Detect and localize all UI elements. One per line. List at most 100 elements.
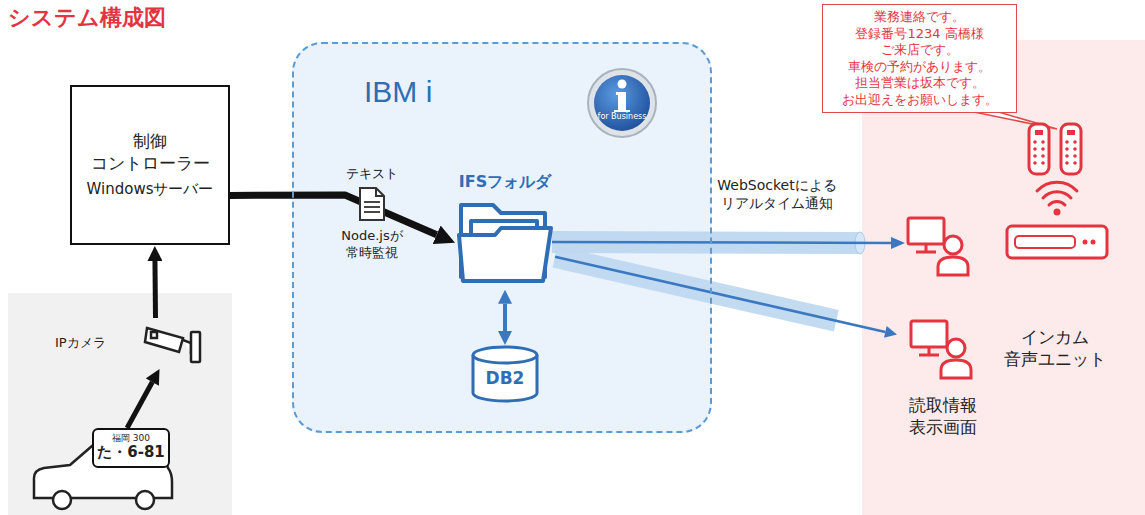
controller-box: 制御 コントローラー Windowsサーバー <box>70 85 230 245</box>
connector-line <box>503 304 507 331</box>
db-link-arrow <box>505 304 506 331</box>
drawing-part <box>364 206 380 208</box>
node-text: Node.jsが 常時監視 <box>334 228 410 262</box>
drawing-part <box>459 205 551 281</box>
node-text: テキスト <box>346 166 398 183</box>
node-text: Windowsサーバー <box>87 180 214 200</box>
car-icon <box>34 442 172 509</box>
display-person-icon <box>908 218 968 275</box>
ifs-folder: IFSフォルダ <box>455 172 555 290</box>
drawing-part <box>34 442 172 498</box>
drawing-part <box>1073 140 1077 144</box>
ibmi-region: IBM i テキスト Node.jsが 常時監視 IFSフォルダ DB2 <box>292 42 712 433</box>
websocket-arrow <box>555 257 885 332</box>
drawing-part <box>191 332 200 362</box>
drawing-part <box>588 69 656 137</box>
drawing-part <box>1083 240 1088 245</box>
connector-line <box>127 382 152 428</box>
drawing-part <box>1065 161 1069 165</box>
ibmi-logo <box>588 69 656 137</box>
intercom-icon <box>985 118 1125 268</box>
node-text: IPカメラ <box>55 335 106 352</box>
drawing-part <box>618 80 627 89</box>
drawing-part <box>1065 140 1069 144</box>
drawing-part <box>145 328 200 362</box>
camera-area <box>8 293 232 515</box>
drawing-part <box>1029 124 1049 174</box>
drawing-part <box>1043 192 1071 198</box>
drawing-part <box>1073 161 1077 165</box>
node-text: 福岡 300 <box>112 434 150 444</box>
node-text: IFSフォルダ <box>459 172 551 193</box>
ip-camera: IPカメラ <box>55 318 205 368</box>
drawing-part <box>1033 161 1037 165</box>
drawing-part <box>360 188 384 220</box>
drawing-part <box>1041 154 1045 158</box>
license-plate: 福岡 300た・6-81 <box>92 428 170 468</box>
node-text: インカム 音声ユニット <box>999 326 1111 370</box>
drawing-part <box>1091 240 1096 245</box>
drawing-part <box>1015 182 1077 248</box>
drawing-part <box>1041 161 1045 165</box>
drawing-part <box>1033 130 1095 245</box>
node-text: た・6-81 <box>97 444 165 461</box>
drawing-part <box>891 237 905 249</box>
text-file-icon <box>358 186 386 222</box>
drawing-part <box>614 92 630 112</box>
drawing-part <box>1073 147 1077 151</box>
logo-caption: for Business <box>592 112 652 122</box>
display-terminal: 読取情報 表示画面 <box>898 318 988 438</box>
drawing-part <box>1073 154 1077 158</box>
text-transfer-arrow <box>230 195 437 235</box>
realtime-tube-upper <box>552 232 905 254</box>
drawing-part <box>364 201 380 203</box>
drawing-part <box>376 188 384 196</box>
drawing-part <box>1054 209 1061 216</box>
drawing-part <box>1041 140 1045 144</box>
drawing-part <box>1033 140 1037 144</box>
drawing-part <box>1065 147 1069 151</box>
folder-icon <box>455 195 555 290</box>
drawing-part <box>1067 130 1075 135</box>
node-text: 業務連絡です。 登録番号1234 高橋様 ご来店です。 車検の予約があります。 … <box>834 9 1006 108</box>
text-file-node: テキスト Node.jsが 常時監視 <box>330 166 414 262</box>
drawing-part <box>364 202 380 212</box>
websocket-note: WebSocketによる リアルタイム通知 <box>710 176 844 212</box>
connector-line <box>555 257 885 332</box>
db2-cylinder: DB2 <box>465 345 545 403</box>
drawing-part <box>1049 202 1065 205</box>
drawing-part <box>1015 236 1075 248</box>
capture-arrow <box>127 382 152 428</box>
drawing-part <box>1007 124 1107 258</box>
image-arrow <box>154 261 156 318</box>
drawing-part <box>1041 147 1045 151</box>
intercom-unit: インカム 音声ユニット <box>985 118 1125 370</box>
display-person-icon <box>908 318 978 380</box>
drawing-part <box>473 347 537 363</box>
drawing-part <box>1033 147 1037 151</box>
node-text: 読取情報 表示画面 <box>906 394 980 438</box>
node-text: 制御 コントローラー <box>88 130 213 174</box>
drawing-part <box>1037 182 1077 191</box>
connector-line <box>230 195 437 235</box>
drawing-part <box>459 228 551 281</box>
node-text: DB2 <box>465 367 545 389</box>
drawing-part <box>1035 130 1043 135</box>
drawing-part <box>911 321 971 378</box>
drawing-part <box>53 491 71 509</box>
camera-icon <box>143 318 205 368</box>
drawing-part <box>1033 154 1037 158</box>
drawing-part <box>1061 124 1081 174</box>
node-text: IBM i <box>364 72 432 111</box>
drawing-part <box>145 328 183 352</box>
callout-box: 業務連絡です。 登録番号1234 高橋様 ご来店です。 車検の予約があります。 … <box>822 4 1017 113</box>
drawing-part <box>364 211 380 213</box>
connector-line <box>152 261 158 318</box>
drawing-part <box>594 75 650 131</box>
drawing-part <box>552 242 893 243</box>
diagram-title: システム構成図 <box>8 4 166 33</box>
drawing-part <box>136 491 154 509</box>
drawing-part <box>1065 154 1069 158</box>
drawing-part <box>151 332 157 338</box>
